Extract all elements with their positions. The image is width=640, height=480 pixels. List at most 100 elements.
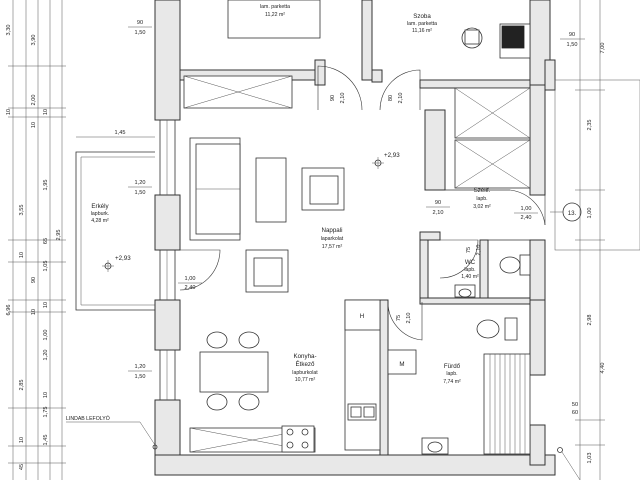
dim-left-inner-9: 1,75: [43, 407, 49, 418]
boiler-mark: M: [399, 361, 404, 368]
dim-left-total-1: 2,95: [56, 230, 62, 241]
room-top-left-area: 11,22 m²: [265, 12, 285, 18]
dim-right-1: 2,35: [587, 120, 593, 131]
dim-left-outer-4: 3,55: [19, 205, 25, 216]
room-wc-floor: lapb.: [464, 267, 475, 273]
dim-right-3: 2,98: [587, 315, 593, 326]
w2-top: 90: [569, 32, 575, 38]
d6-bottom: 2,10: [406, 313, 412, 324]
room-nappali-area: 17,57 m²: [322, 244, 343, 250]
stove-icon: [281, 425, 315, 453]
room-wc-area: 1,40 m²: [461, 274, 479, 280]
level-nappali: +2,93: [384, 152, 400, 159]
interior-walls: [379, 109, 531, 456]
w3-bottom: 1,50: [135, 190, 146, 196]
d1-top: 90: [330, 95, 336, 101]
left-windows: [159, 119, 176, 401]
dim-left-outer-1: 10: [6, 109, 12, 115]
dim-left-outer-10: 45: [19, 464, 25, 470]
bath-sink-icon: [421, 437, 449, 455]
w6-top: 50: [572, 402, 578, 408]
room-szelif-name: Szélif.: [474, 187, 491, 194]
dim-right-2: 1,00: [587, 208, 593, 219]
dim-left-outer-7: 10: [31, 309, 37, 315]
d6-top: 75: [396, 315, 402, 321]
d4-bottom: 2,40: [521, 215, 532, 221]
room-wc: WC lapb. 1,40 m² 75 2,10: [439, 239, 531, 298]
dim-left-inner-5: 10: [43, 302, 49, 308]
room-szoba: Szoba lam. parketta 11,16 m² 90 1,50: [407, 13, 585, 189]
dim-right-5: 1,03: [587, 453, 593, 464]
d5-bottom: 2,10: [476, 245, 482, 256]
room-erkely-floor: lapburk.: [91, 211, 109, 217]
room-top-left: lam. parketta 11,22 m² 90 1,50: [128, 0, 321, 109]
dim-left-inner-2: 1,95: [43, 180, 49, 191]
chair-icon: [206, 331, 260, 411]
monitor-icon: [501, 25, 525, 49]
room-szoba-area: 11,16 m²: [412, 28, 432, 34]
d5-top: 75: [466, 247, 472, 253]
dim-top-balcony: 1,45: [115, 130, 126, 136]
dim-left-inner-7: 1,20: [43, 350, 49, 361]
room-szoba-name: Szoba: [413, 13, 431, 20]
room-erkely-name: Erkély: [91, 203, 109, 210]
w1-bottom: 1,50: [135, 30, 146, 36]
room-nappali: Nappali laparkolat 17,57 m² +2,93 1,20 1…: [128, 137, 400, 293]
room-konyha-area: 10,77 m²: [295, 377, 316, 383]
room-konyha-name2: Étkező: [296, 361, 315, 368]
room-wc-name: WC: [465, 259, 476, 266]
room-szelif-area: 3,02 m²: [473, 204, 491, 210]
room-nappali-floor: laparkolat: [321, 236, 344, 242]
w5-bottom: 1,50: [135, 374, 146, 380]
room-erkely: Erkély lapburk. 4,28 m² +2,93 1,00 2,40: [91, 203, 221, 291]
room-szoba-floor: lam. parketta: [407, 21, 437, 27]
w4-top: 1,00: [185, 276, 196, 282]
dimension-lines-right: [575, 0, 605, 480]
chimney-label: LINDAB LEFOLYÓ: [66, 415, 110, 422]
dimension-lines-left: [8, 0, 66, 480]
w3-top: 1,20: [135, 180, 146, 186]
d1-bottom: 2,10: [340, 93, 346, 104]
room-top-left-floor: lam. parketta: [260, 4, 290, 10]
dim-left-inner-10: 1,45: [43, 435, 49, 446]
dim-left-outer-8: 2,85: [19, 380, 25, 391]
dimension-texts-left: 3,30 10 2,00 10 3,55 10 90 10 2,85 10 45…: [6, 25, 62, 471]
dim-right-4: 4,40: [600, 363, 606, 374]
d2-bottom: 2,10: [398, 93, 404, 104]
d3-bottom: 2,10: [433, 210, 444, 216]
d4-top: 1,00: [521, 206, 532, 212]
room-erkely-area: 4,28 m²: [91, 218, 109, 224]
toilet-icon: [499, 254, 531, 276]
room-konyha: Konyha- Étkező lapburkolat 10,77 m² H 1,…: [128, 299, 381, 453]
room-konyha-floor: lapburkolat: [292, 370, 318, 376]
room-nappali-name: Nappali: [322, 227, 343, 234]
kitchen-sink-icon: [347, 403, 377, 421]
balcony-outline: 1,45: [75, 130, 155, 311]
room-konyha-name: Konyha-: [293, 353, 316, 360]
dim-left-inner-1: 10: [43, 109, 49, 115]
w2-bottom: 1,50: [567, 42, 578, 48]
level-erkely: +2,93: [115, 255, 131, 262]
dim-left-outer-0: 3,30: [6, 25, 12, 36]
dim-left-inner-3: 65: [43, 238, 49, 244]
dim-left-outer-5: 10: [19, 252, 25, 258]
dim-left-total-0: 6,96: [6, 305, 12, 316]
room-szelif-floor: lapb.: [476, 196, 487, 202]
d2-top: 80: [388, 95, 394, 101]
dim-left-outer-9: 10: [19, 437, 25, 443]
w6-bottom: 60: [572, 410, 578, 416]
door-top-1: 90 2,10: [317, 65, 363, 111]
dim-left-inner-6: 1,00: [43, 330, 49, 341]
level-mark-icon: [372, 157, 384, 169]
w5-top: 1,20: [135, 364, 146, 370]
dim-left-inner-4: 1,05: [43, 261, 49, 272]
dim-left-outer-3: 10: [31, 122, 37, 128]
fridge-mark: H: [360, 313, 364, 320]
w1-top: 90: [137, 20, 143, 26]
door-top-2: 80 2,10: [379, 69, 421, 111]
bath-toilet-icon: [476, 317, 518, 341]
bathtub-icon: [483, 353, 531, 455]
d3-top: 90: [435, 200, 441, 206]
room-furdo-floor: lapb.: [446, 371, 457, 377]
